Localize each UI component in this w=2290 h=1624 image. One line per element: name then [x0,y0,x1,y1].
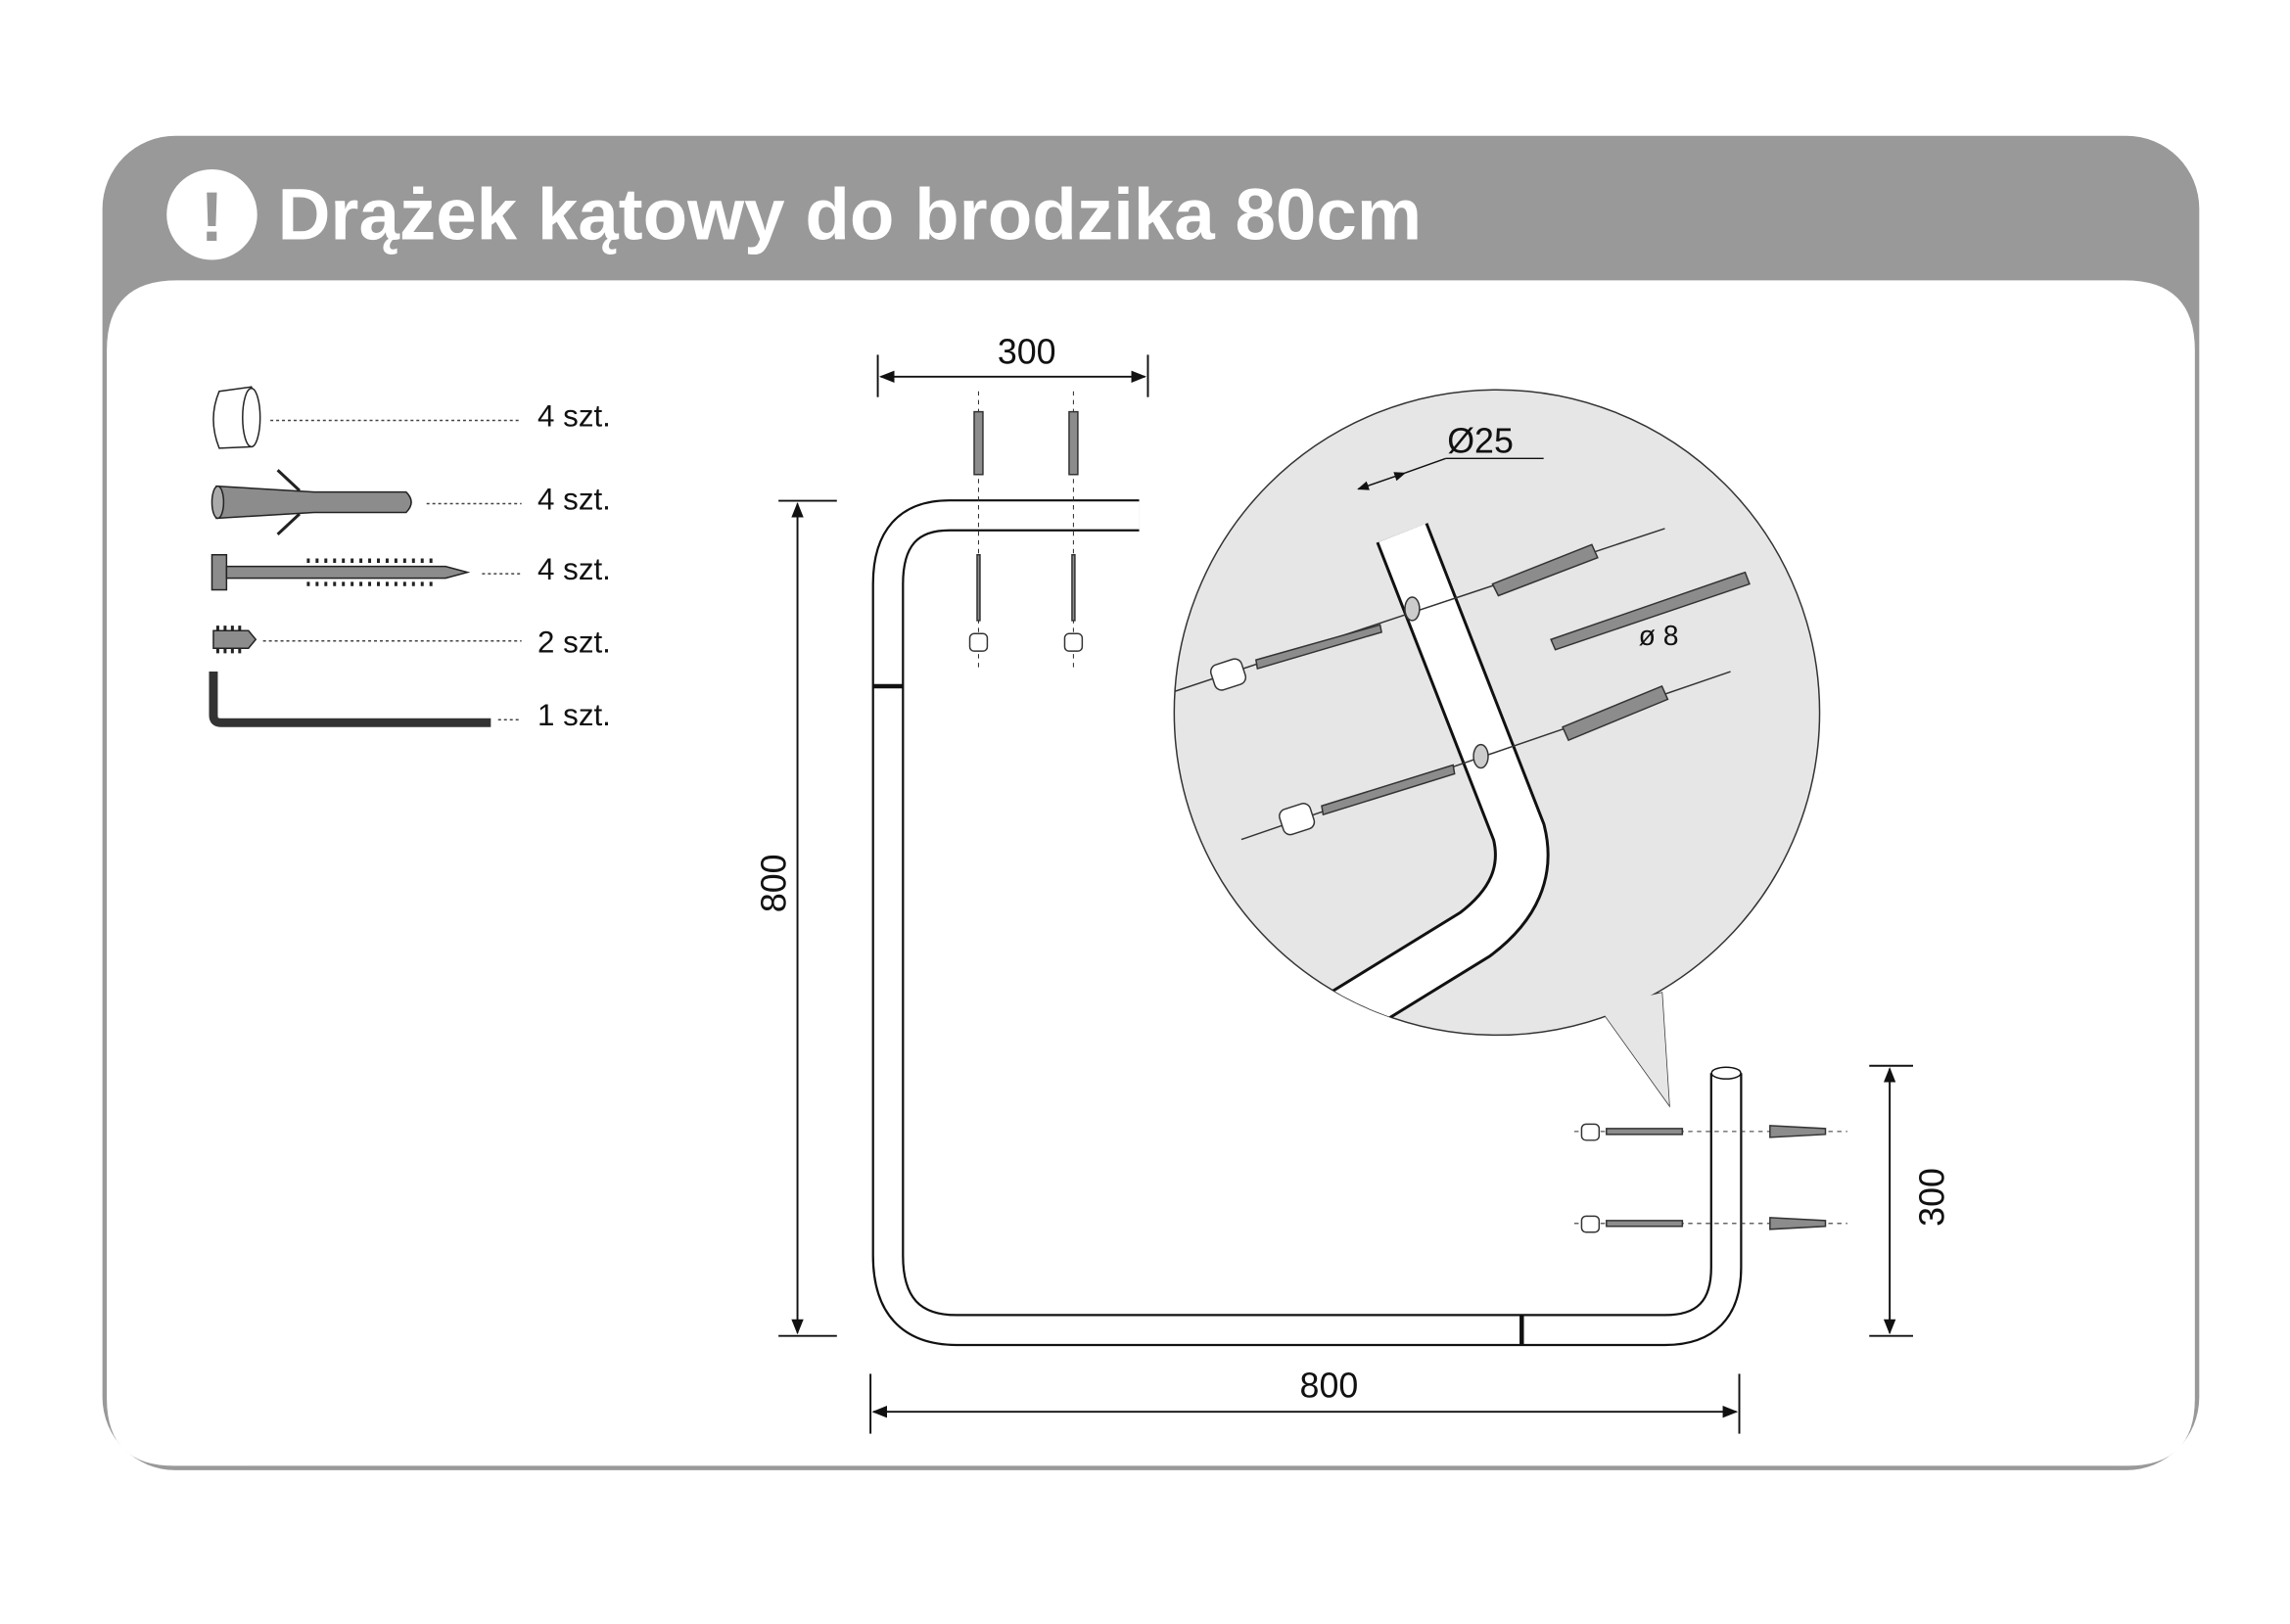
part-quantity: 4 szt. [537,483,611,517]
dimension-top-width: 300 [998,332,1056,371]
wall-plug-icon [210,469,412,535]
dimension-lines [778,354,1913,1434]
part-quantity: 2 szt. [537,626,611,660]
parts-leaders [262,419,522,721]
detail-callout: Ø25 ø 8 [1173,389,1821,1108]
top-fixings [968,391,1084,673]
drill-diameter-label: ø 8 [1639,621,1679,652]
part-quantity: 4 szt. [537,398,611,433]
dimension-bottom-width: 800 [1300,1366,1359,1405]
dimension-left-height: 800 [755,854,794,912]
end-cap-icon [212,386,261,449]
allen-key-icon [209,672,491,727]
content-panel [107,280,2195,1466]
tube-diameter-label: Ø25 [1447,421,1514,460]
exclamation-icon: ! [166,169,257,260]
corner-rod [871,499,1743,1347]
parts-list [209,386,491,727]
svg-text:!: ! [201,178,224,256]
set-screw-icon [212,626,257,654]
page-title: Drążek kątowy do brodzika 80cm [278,173,1423,255]
dimension-right-height: 300 [1912,1168,1951,1227]
screw-icon [210,553,471,591]
side-fixings [1573,1123,1847,1233]
part-quantity: 4 szt. [537,552,611,586]
part-quantity: 1 szt. [537,698,611,732]
